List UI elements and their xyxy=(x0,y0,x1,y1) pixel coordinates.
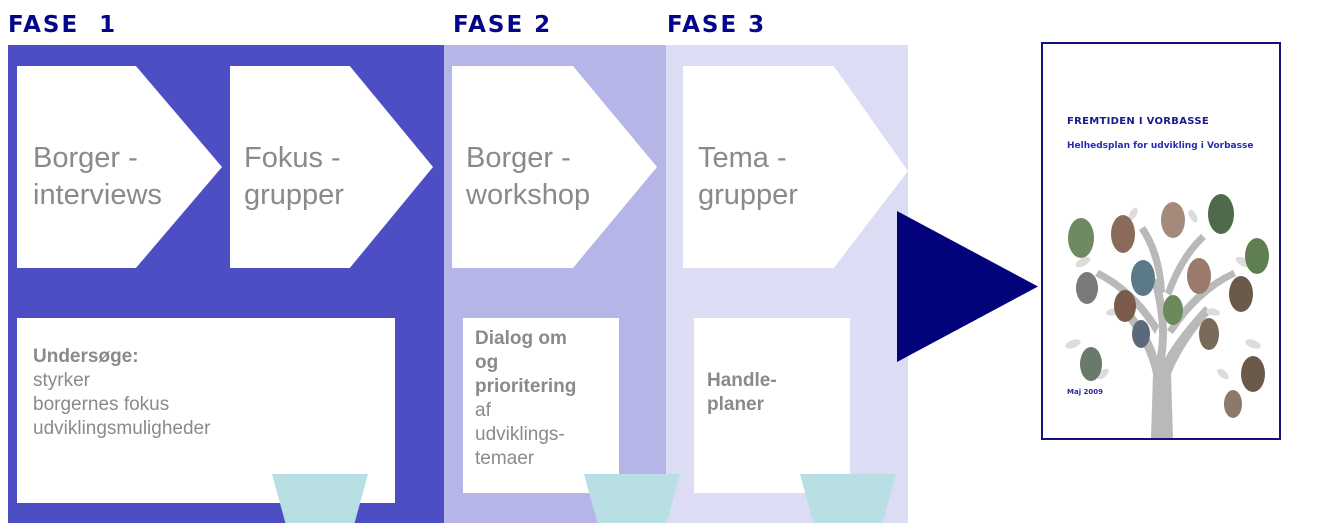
step-label-tema-grupper: Tema -grupper xyxy=(698,142,798,211)
phase-2-label: FASE 2 xyxy=(453,12,553,38)
document-title: FREMTIDEN I VORBASSE xyxy=(1067,116,1209,127)
step-label-fokus-grupper: Fokus -grupper xyxy=(244,142,344,211)
result-arrow-icon xyxy=(897,211,1038,362)
tray-shape-phase-1 xyxy=(272,474,368,523)
description-box-handleplaner xyxy=(694,318,850,493)
description-box-undersoege xyxy=(17,318,395,503)
document-cover: FREMTIDEN I VORBASSE Helhedsplan for udv… xyxy=(1041,42,1281,440)
description-text-dialog: Dialog om og prioritering af udviklings-… xyxy=(475,328,577,469)
description-text-undersoege: Undersøge: styrker borgernes fokus udvik… xyxy=(33,346,211,439)
document-subtitle: Helhedsplan for udvikling i Vorbasse xyxy=(1067,141,1254,151)
tree-illustration-icon xyxy=(1065,194,1269,438)
tray-shape-phase-2 xyxy=(584,474,680,523)
phase-1-label: FASE 1 xyxy=(8,12,118,38)
step-label-borger-workshop: Borger -workshop xyxy=(466,142,591,211)
description-box-dialog xyxy=(463,318,619,493)
description-text-handleplaner: Handle- planer xyxy=(707,370,777,415)
step-label-borger-interviews: Borger -interviews xyxy=(33,142,162,211)
tray-shape-phase-3 xyxy=(800,474,896,523)
document-date: Maj 2009 xyxy=(1067,388,1104,396)
phase-3-label: FASE 3 xyxy=(667,12,767,38)
